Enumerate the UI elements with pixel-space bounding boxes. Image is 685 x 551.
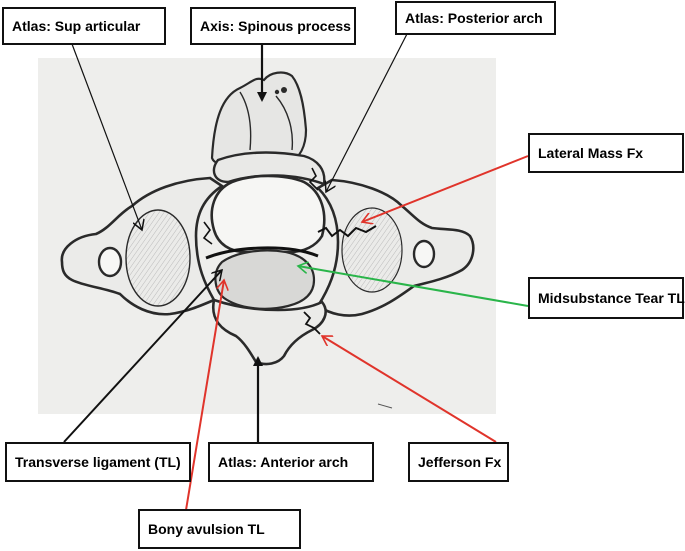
left-arch-fracture-line xyxy=(202,221,213,245)
paper-mark xyxy=(377,403,393,409)
label-transverse-ligament: Transverse ligament (TL) xyxy=(5,442,191,482)
pointer-jefferson-fx xyxy=(322,335,497,443)
label-lateral-mass-fx: Lateral Mass Fx xyxy=(528,133,684,173)
pointer-transverse-ligament xyxy=(63,270,222,443)
lateral-mass-fracture-line xyxy=(317,225,377,238)
left-articular-facet-sketch xyxy=(125,209,191,307)
pointer-midsubstance-tear xyxy=(298,266,529,307)
vertebral-canal xyxy=(210,174,326,254)
posterior-arch-fracture-line xyxy=(308,167,319,191)
left-transverse-foramen xyxy=(97,246,123,278)
label-sup-articular: Atlas: Sup articular xyxy=(2,7,166,45)
jefferson-fracture-line xyxy=(303,311,321,335)
label-spinous-process: Axis: Spinous process xyxy=(190,7,356,45)
pointer-posterior-arch xyxy=(326,31,409,192)
transverse-ligament-band xyxy=(205,246,319,260)
dens-sketch xyxy=(214,249,316,310)
pointer-sup-articular xyxy=(71,43,142,230)
label-midsubstance-tear: Midsubstance Tear TL xyxy=(528,277,685,319)
label-anterior-arch: Atlas: Anterior arch xyxy=(208,442,374,482)
pointer-bony-avulsion xyxy=(185,280,224,511)
label-jefferson-fx: Jefferson Fx xyxy=(408,442,509,482)
label-bony-avulsion: Bony avulsion TL xyxy=(138,509,301,549)
right-transverse-foramen xyxy=(412,239,436,269)
label-posterior-arch: Atlas: Posterior arch xyxy=(395,1,556,35)
pointer-lateral-mass-fx xyxy=(362,155,529,222)
